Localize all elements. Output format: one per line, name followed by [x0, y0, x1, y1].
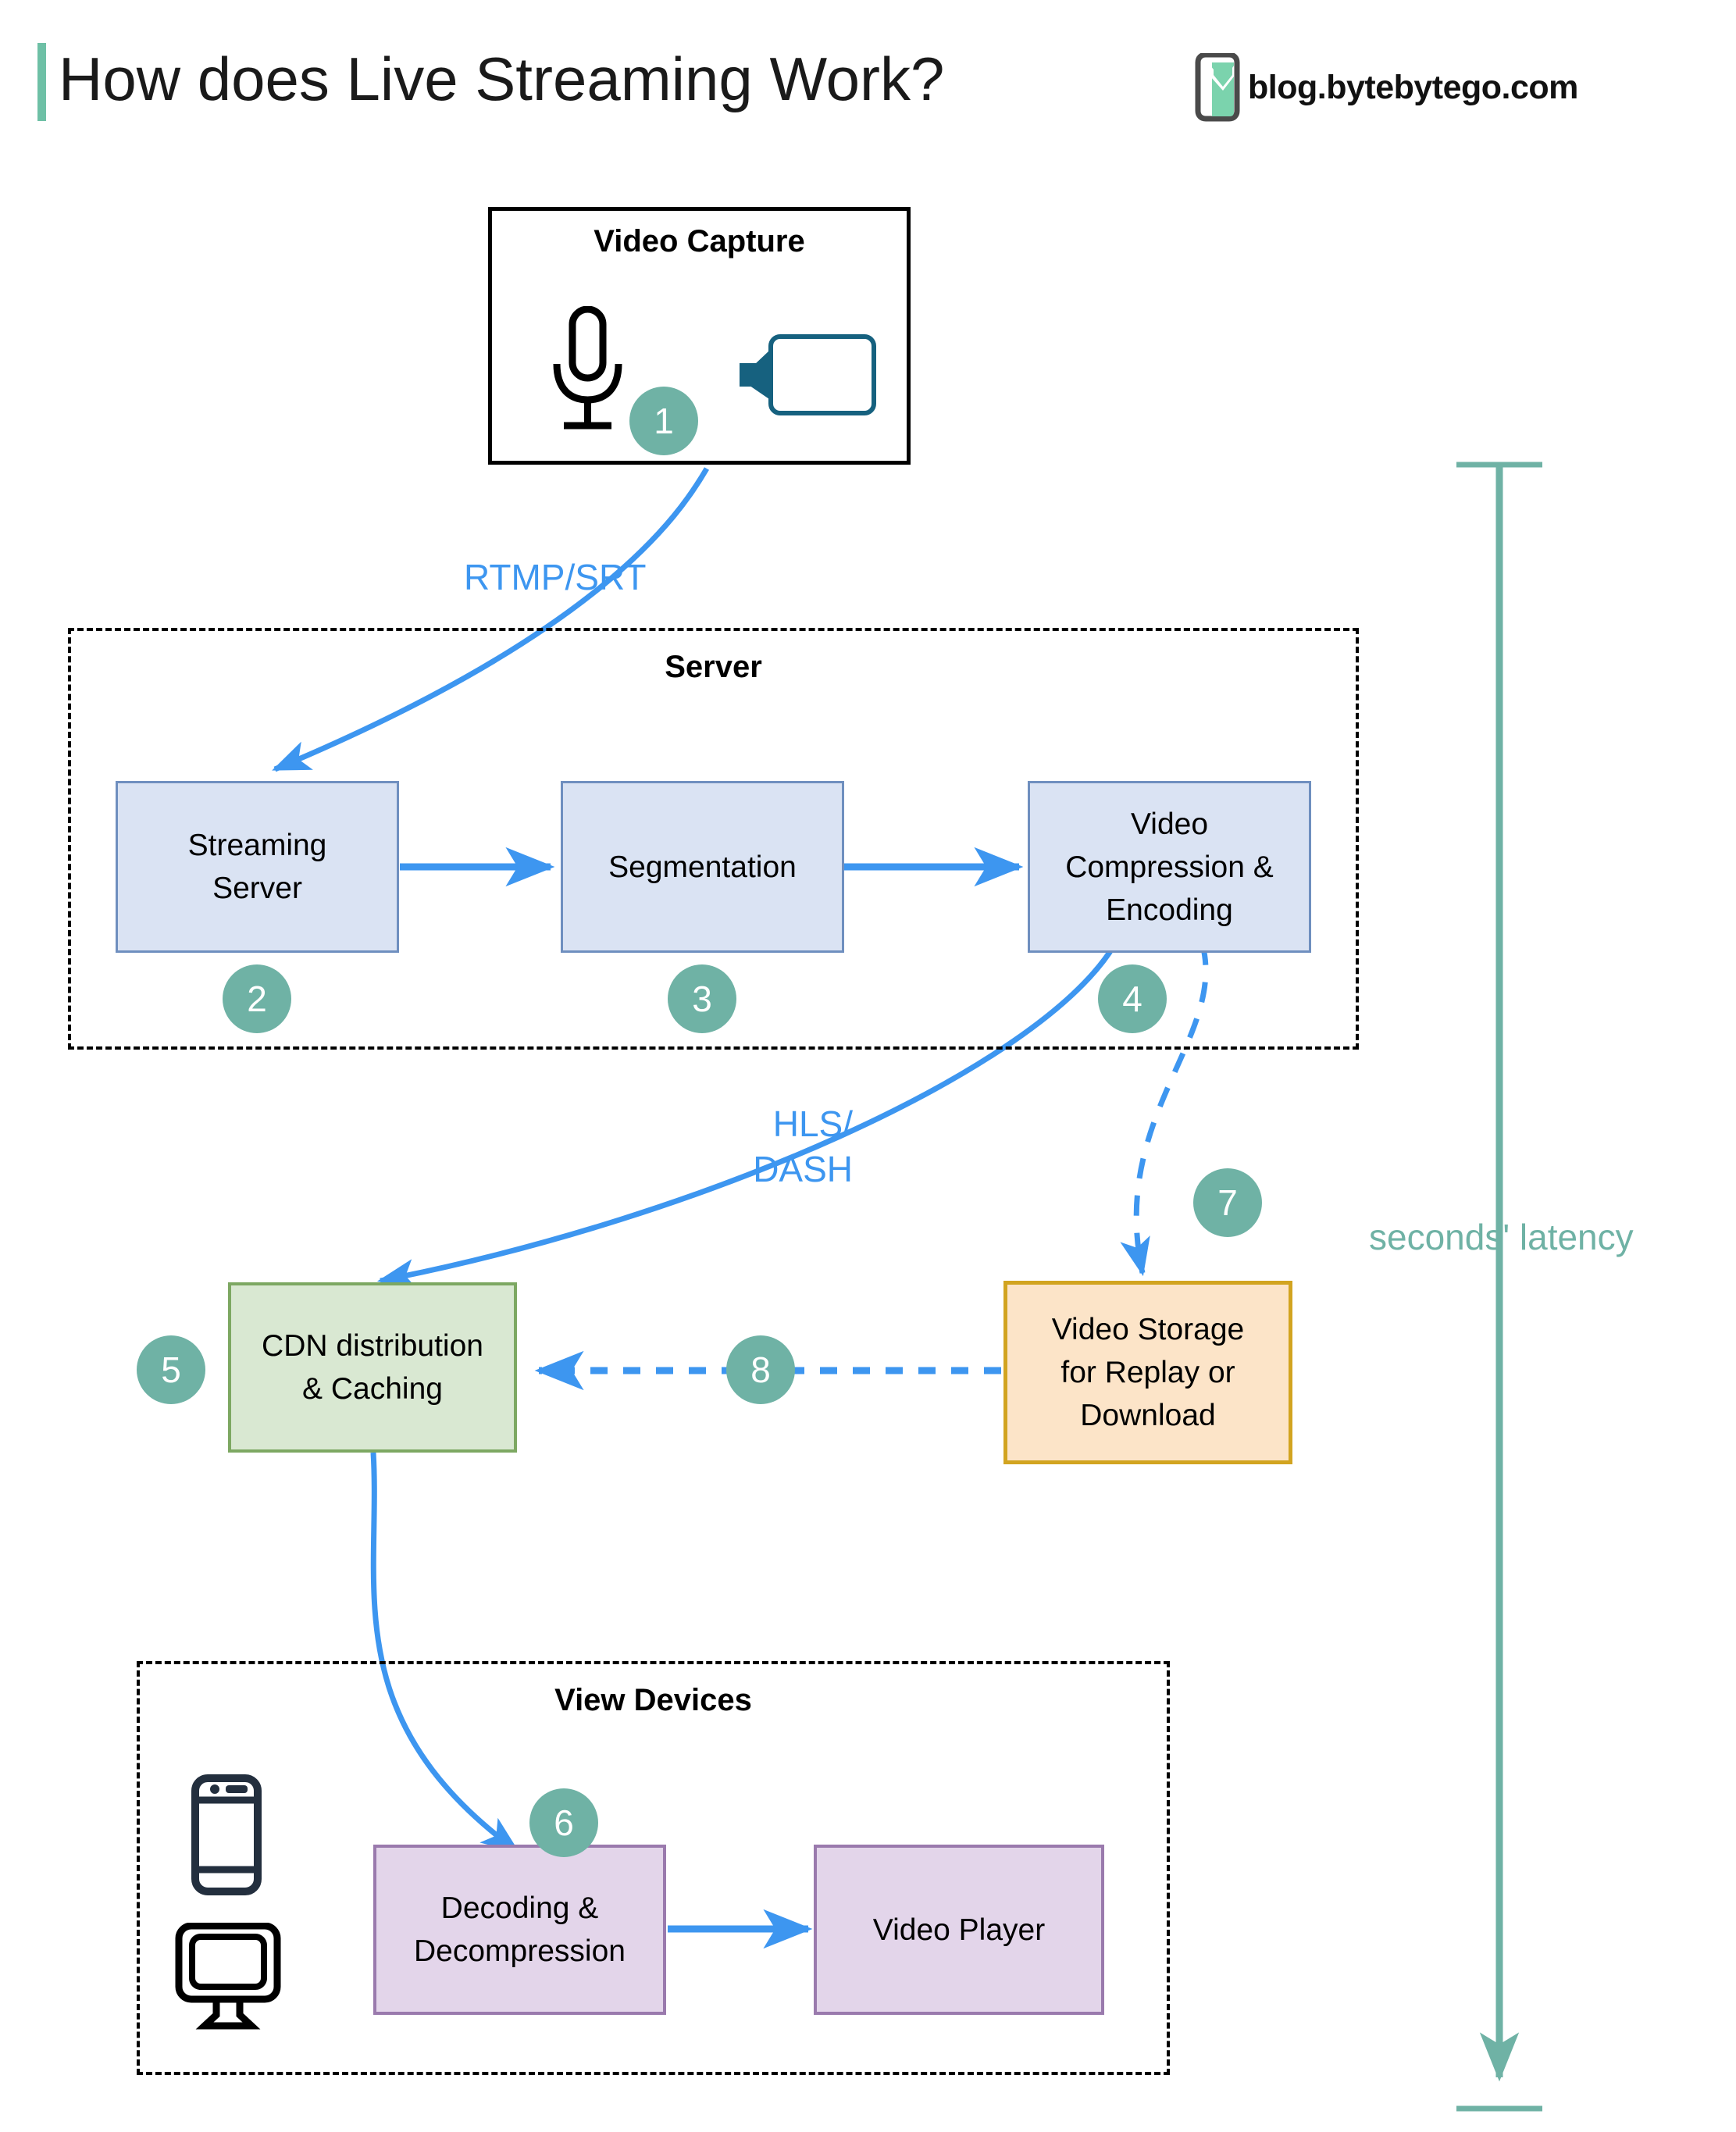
step-badge-1: 1 [629, 387, 698, 455]
server-group-title: Server [665, 650, 762, 684]
view-devices-title: View Devices [554, 1683, 752, 1717]
title-accent-bar [37, 43, 46, 121]
step-badge-3: 3 [668, 964, 736, 1033]
step-badge-6: 6 [529, 1788, 598, 1857]
node-video-player[interactable]: Video Player [814, 1845, 1104, 2015]
server-group [68, 628, 1359, 1050]
step-badge-4: 4 [1098, 964, 1167, 1033]
node-cdn-label: CDN distribution & Caching [262, 1329, 483, 1406]
page-title: How does Live Streaming Work? [59, 45, 945, 113]
brand-watermark: blog.bytebytego.com [1193, 53, 1578, 122]
node-segmentation-label: Segmentation [608, 850, 797, 884]
node-video-compression-label: Video Compression & Encoding [1065, 807, 1274, 927]
step-badge-8: 8 [726, 1335, 795, 1404]
video-camera-icon [740, 334, 876, 415]
step-badge-5: 5 [137, 1335, 205, 1404]
view-devices-group [137, 1661, 1170, 2075]
latency-label: seconds' latency [1369, 1217, 1634, 1257]
smartphone-icon [191, 1774, 262, 1895]
node-video-storage-label: Video Storage for Replay or Download [1051, 1313, 1245, 1432]
node-video-player-label: Video Player [872, 1913, 1046, 1947]
node-segmentation[interactable]: Segmentation [561, 781, 844, 953]
desktop-monitor-icon [175, 1923, 281, 2030]
brand-text: blog.bytebytego.com [1248, 69, 1578, 106]
node-video-compression[interactable]: Video Compression & Encoding [1028, 781, 1311, 953]
node-cdn[interactable]: CDN distribution & Caching [228, 1282, 517, 1453]
node-streaming-server[interactable]: Streaming Server [116, 781, 399, 953]
node-streaming-server-label: Streaming Server [187, 829, 327, 905]
node-video-storage[interactable]: Video Storage for Replay or Download [1003, 1281, 1292, 1464]
edge-label-rtmp-srt: RTMP/SRT [464, 557, 647, 597]
step-badge-7: 7 [1193, 1168, 1262, 1237]
step-badge-2: 2 [223, 964, 291, 1033]
node-decoding-label: Decoding & Decompression [414, 1891, 626, 1968]
bytebytego-logo-icon [1195, 53, 1240, 122]
microphone-icon [553, 306, 622, 430]
video-capture-title: Video Capture [594, 224, 805, 258]
node-decoding[interactable]: Decoding & Decompression [373, 1845, 666, 2015]
edge-label-hls-dash: HLS/ DASH [753, 1103, 853, 1189]
